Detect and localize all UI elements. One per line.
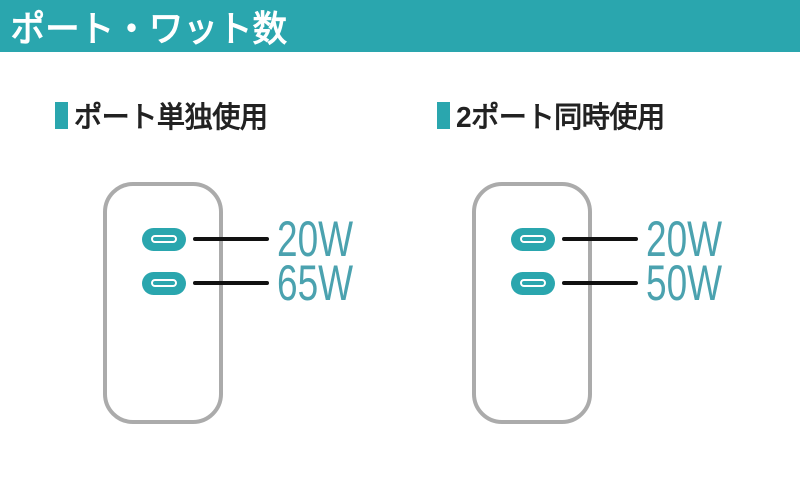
pointer-line: [562, 281, 638, 285]
pointer-line: [562, 237, 638, 241]
charger-diagram-single-use: 20W 65W: [103, 182, 463, 432]
wattage-label: 65W: [277, 255, 354, 311]
port-row: 20W: [142, 214, 380, 264]
heading-bullet-icon: [55, 101, 68, 129]
port-row: 50W: [511, 258, 749, 308]
usb-c-port-icon: [511, 227, 555, 251]
section-heading-single-port: ポート単独使用: [55, 99, 274, 134]
charger-body-outline: [103, 182, 223, 424]
charger-diagram-dual-use: 20W 50W: [472, 182, 800, 432]
wattage-label: 50W: [646, 255, 723, 311]
section-heading-label: ポート単独使用: [74, 102, 268, 134]
usb-c-port-icon: [511, 271, 555, 295]
port-row: 65W: [142, 258, 380, 308]
usb-c-port-icon: [142, 227, 186, 251]
pointer-line: [193, 281, 269, 285]
heading-bullet-icon: [437, 101, 450, 129]
section-heading-label: 2ポート同時使用: [456, 102, 665, 134]
wattage-label: 20W: [646, 211, 723, 267]
usb-c-port-pin: [151, 235, 177, 243]
port-row: 20W: [511, 214, 749, 264]
wattage-label: 20W: [277, 211, 354, 267]
usb-c-port-pin: [151, 279, 177, 287]
pointer-line: [193, 237, 269, 241]
usb-c-port-icon: [142, 271, 186, 295]
page-title: ポート・ワット数: [10, 8, 288, 49]
usb-c-port-pin: [520, 279, 546, 287]
usb-c-port-pin: [520, 235, 546, 243]
charger-body-outline: [472, 182, 592, 424]
section-heading-dual-port: 2ポート同時使用: [437, 99, 671, 134]
header-bar: ポート・ワット数: [0, 0, 800, 52]
